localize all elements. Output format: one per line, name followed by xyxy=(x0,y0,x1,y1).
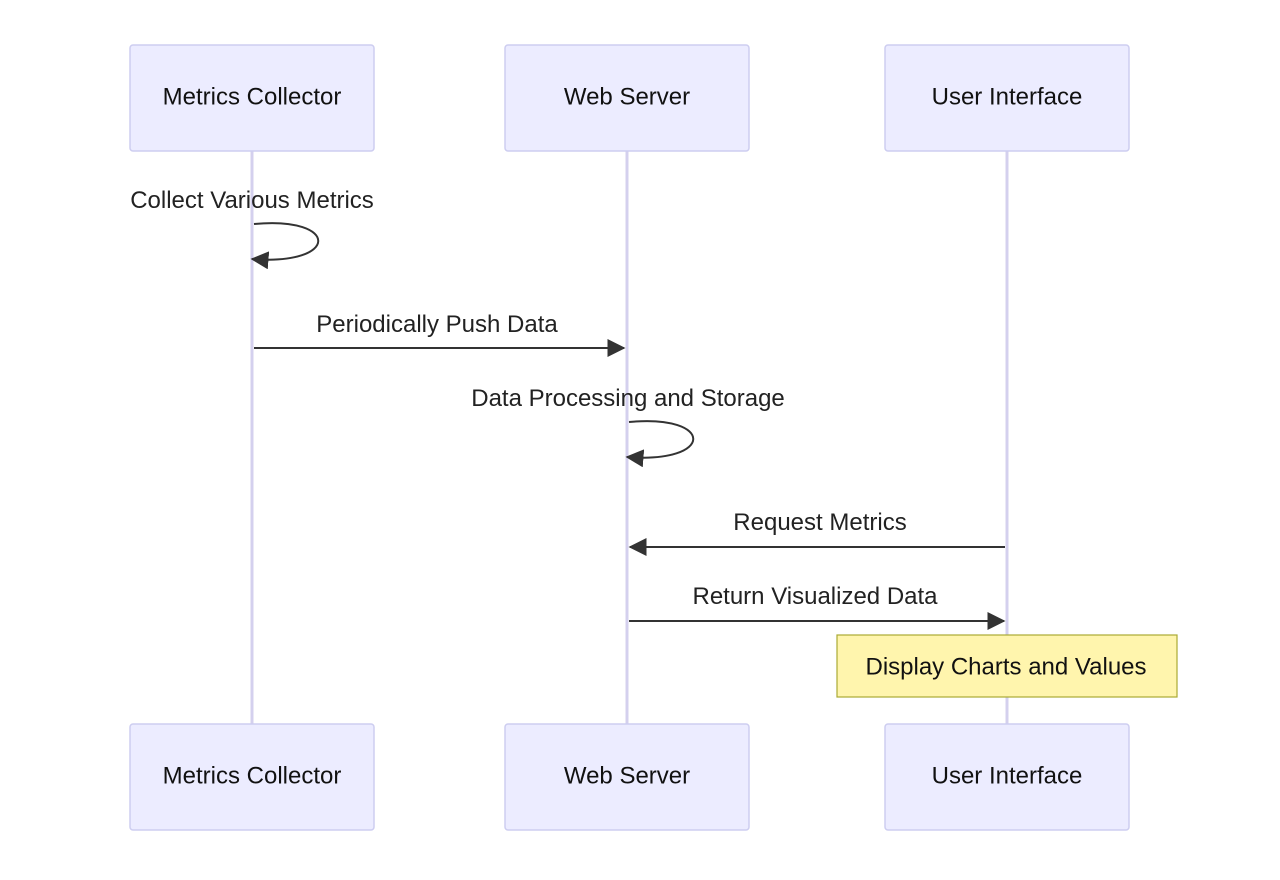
message-label: Collect Various Metrics xyxy=(130,187,374,214)
message-label: Return Visualized Data xyxy=(692,583,938,610)
actor-label: User Interface xyxy=(932,762,1083,789)
message-return-visualized-data: Return Visualized Data xyxy=(629,583,1006,630)
message-periodically-push-data: Periodically Push Data xyxy=(254,311,626,357)
actor-label: Web Server xyxy=(564,83,690,110)
actor-label: Metrics Collector xyxy=(163,83,342,110)
actor-top-metrics-collector: Metrics Collector xyxy=(129,44,375,152)
message-label: Periodically Push Data xyxy=(316,311,558,338)
message-label: Data Processing and Storage xyxy=(471,385,785,412)
actor-bottom-user-interface: User Interface xyxy=(884,723,1130,831)
message-request-metrics: Request Metrics xyxy=(628,509,1005,556)
actor-bottom-web-server: Web Server xyxy=(504,723,750,831)
actor-label: Metrics Collector xyxy=(163,762,342,789)
note-text: Display Charts and Values xyxy=(865,653,1146,680)
self-loop-arrow xyxy=(625,420,695,468)
actor-top-web-server: Web Server xyxy=(504,44,750,152)
actor-label: Web Server xyxy=(564,762,690,789)
actor-label: User Interface xyxy=(932,83,1083,110)
message-collect-various-metrics: Collect Various Metrics xyxy=(130,187,374,270)
note-display-charts: Display Charts and Values xyxy=(836,634,1178,698)
actor-top-user-interface: User Interface xyxy=(884,44,1130,152)
self-loop-arrow xyxy=(250,222,320,270)
message-data-processing-and-storage: Data Processing and Storage xyxy=(471,385,785,468)
actor-bottom-metrics-collector: Metrics Collector xyxy=(129,723,375,831)
message-label: Request Metrics xyxy=(733,509,906,536)
